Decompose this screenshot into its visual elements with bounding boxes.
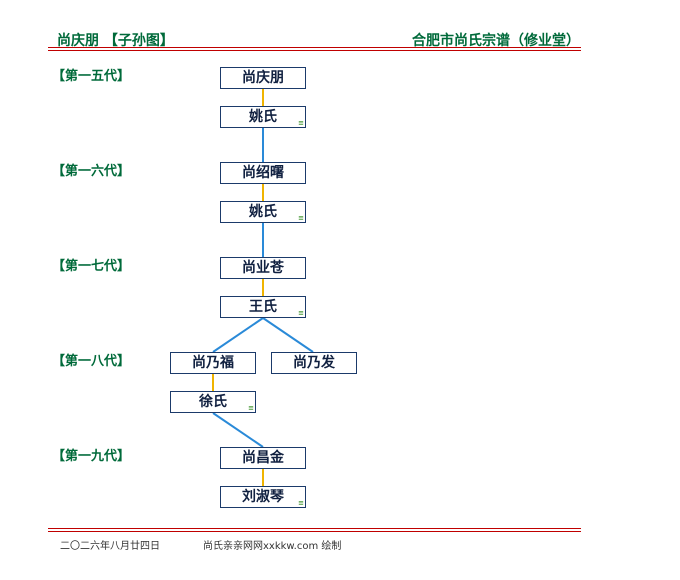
person-name: 尚乃福 (192, 355, 234, 371)
person-box-g19-male[interactable]: 尚昌金 (220, 447, 306, 469)
person-box-g18-spouse-a[interactable]: 徐氏 ≡ (170, 391, 256, 413)
person-name: 刘淑琴 (242, 489, 284, 505)
spouse-mark-icon: ≡ (298, 499, 304, 507)
generation-label-15: 【第一五代】 (52, 69, 131, 84)
descent-line (262, 317, 314, 353)
spouse-mark-icon: ≡ (298, 119, 304, 127)
person-name: 尚业苍 (242, 260, 284, 276)
person-name: 尚昌金 (242, 450, 284, 466)
person-box-g15-spouse[interactable]: 姚氏 ≡ (220, 106, 306, 128)
header-rule-top (48, 47, 581, 48)
person-name: 徐氏 (199, 394, 227, 410)
person-box-g16-spouse[interactable]: 姚氏 ≡ (220, 201, 306, 223)
footer-credit: 尚氏亲亲网网xxkkw.com 绘制 (203, 541, 342, 552)
person-box-g18-male-a[interactable]: 尚乃福 (170, 352, 256, 374)
spouse-mark-icon: ≡ (298, 214, 304, 222)
generation-label-17: 【第一七代】 (52, 259, 131, 274)
genealogy-title: 合肥市尚氏宗谱（修业堂） (412, 33, 580, 49)
person-box-g19-spouse[interactable]: 刘淑琴 ≡ (220, 486, 306, 508)
descent-line (212, 412, 264, 448)
person-name: 尚绍曙 (242, 165, 284, 181)
person-box-g17-male[interactable]: 尚业苍 (220, 257, 306, 279)
generation-label-18: 【第一八代】 (52, 354, 131, 369)
page-title: 尚庆朋 【子孙图】 (57, 33, 174, 49)
generation-label-19: 【第一九代】 (52, 449, 131, 464)
descent-line (212, 317, 264, 353)
person-name: 尚乃发 (293, 355, 335, 371)
footer-date: 二〇二六年八月廿四日 (60, 541, 160, 552)
person-name: 尚庆朋 (242, 70, 284, 86)
person-name: 王氏 (249, 299, 277, 315)
footer-rule-bottom (48, 531, 581, 532)
person-box-g15-male[interactable]: 尚庆朋 (220, 67, 306, 89)
person-name: 姚氏 (249, 204, 277, 220)
person-box-g17-spouse[interactable]: 王氏 ≡ (220, 296, 306, 318)
spouse-mark-icon: ≡ (248, 404, 254, 412)
person-box-g16-male[interactable]: 尚绍曙 (220, 162, 306, 184)
header-rule-bottom (48, 50, 581, 51)
generation-label-16: 【第一六代】 (52, 164, 131, 179)
person-name: 姚氏 (249, 109, 277, 125)
person-box-g18-male-b[interactable]: 尚乃发 (271, 352, 357, 374)
footer-rule-top (48, 528, 581, 529)
spouse-mark-icon: ≡ (298, 309, 304, 317)
